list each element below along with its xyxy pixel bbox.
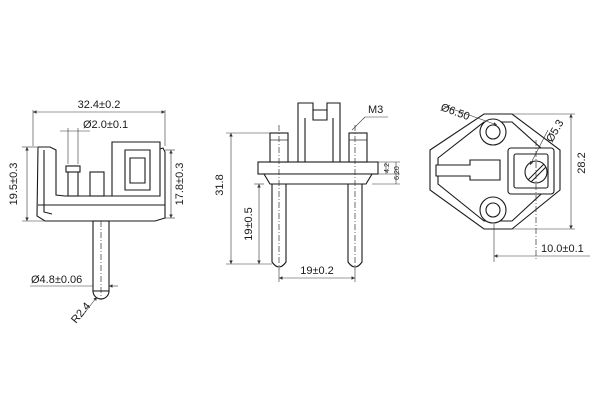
front-body-lower	[263, 173, 373, 185]
front-top-block	[297, 102, 341, 163]
top-screw-slot-1	[527, 163, 545, 181]
top-clip-bar	[435, 159, 501, 181]
front-dim-pin: 19±0.5	[243, 207, 255, 241]
front-m3-leader	[351, 116, 366, 131]
side-right-window	[124, 149, 151, 191]
side-pin-tip	[92, 290, 110, 300]
top-hole-upper	[479, 118, 507, 146]
front-dim-total: 31.8	[214, 174, 226, 195]
top-dim-offset: 10.0±0.1	[541, 243, 584, 255]
top-view: Ø6.50 Ø5.3 28.2 10.0±0.1	[429, 102, 590, 262]
front-dim-spacing: 19±0.2	[300, 265, 334, 277]
side-middle-post	[89, 171, 105, 197]
side-view: 32.4±0.2 Ø2.0±0.1 19.5±0.3 17.8±0.3 Ø4.8…	[8, 99, 186, 326]
front-top-notch	[312, 110, 328, 121]
top-dim-height: 28.2	[576, 152, 588, 173]
top-hole-lower	[479, 196, 507, 224]
front-view: M3 31.8 19±0.5 19±0.2 4.2 6.20	[214, 102, 401, 282]
front-dim-small-lower: 6.20	[394, 166, 401, 180]
side-dim-right: 17.8±0.3	[174, 163, 186, 206]
front-right-stud	[348, 132, 368, 163]
top-hole-upper-inner	[485, 124, 501, 140]
top-hole-large-leader	[443, 105, 498, 126]
side-dim-left: 19.5±0.3	[8, 163, 20, 206]
side-dim-width: 32.4±0.2	[78, 99, 121, 111]
front-body-bar	[257, 161, 379, 175]
front-thread-label: M3	[368, 104, 383, 116]
side-dim-dia: Ø4.8±0.06	[31, 274, 82, 286]
top-hole-small-leader	[529, 129, 549, 166]
side-dim-pin-top: Ø2.0±0.1	[83, 119, 128, 131]
top-hole-small: Ø5.3	[544, 118, 566, 145]
front-dim-small-upper: 4.2	[384, 163, 391, 173]
side-radius-leader	[81, 296, 98, 317]
side-right-block	[111, 141, 161, 197]
top-hole-lower-inner	[485, 202, 501, 218]
top-hole-large: Ø6.50	[439, 102, 471, 124]
side-radius: R2.4	[69, 300, 93, 326]
side-right-inner	[129, 157, 146, 184]
side-left-wall	[43, 150, 53, 215]
top-terminal-inner	[513, 153, 549, 189]
side-small-pin-head	[65, 165, 81, 173]
top-screw-slot-2	[530, 166, 547, 183]
